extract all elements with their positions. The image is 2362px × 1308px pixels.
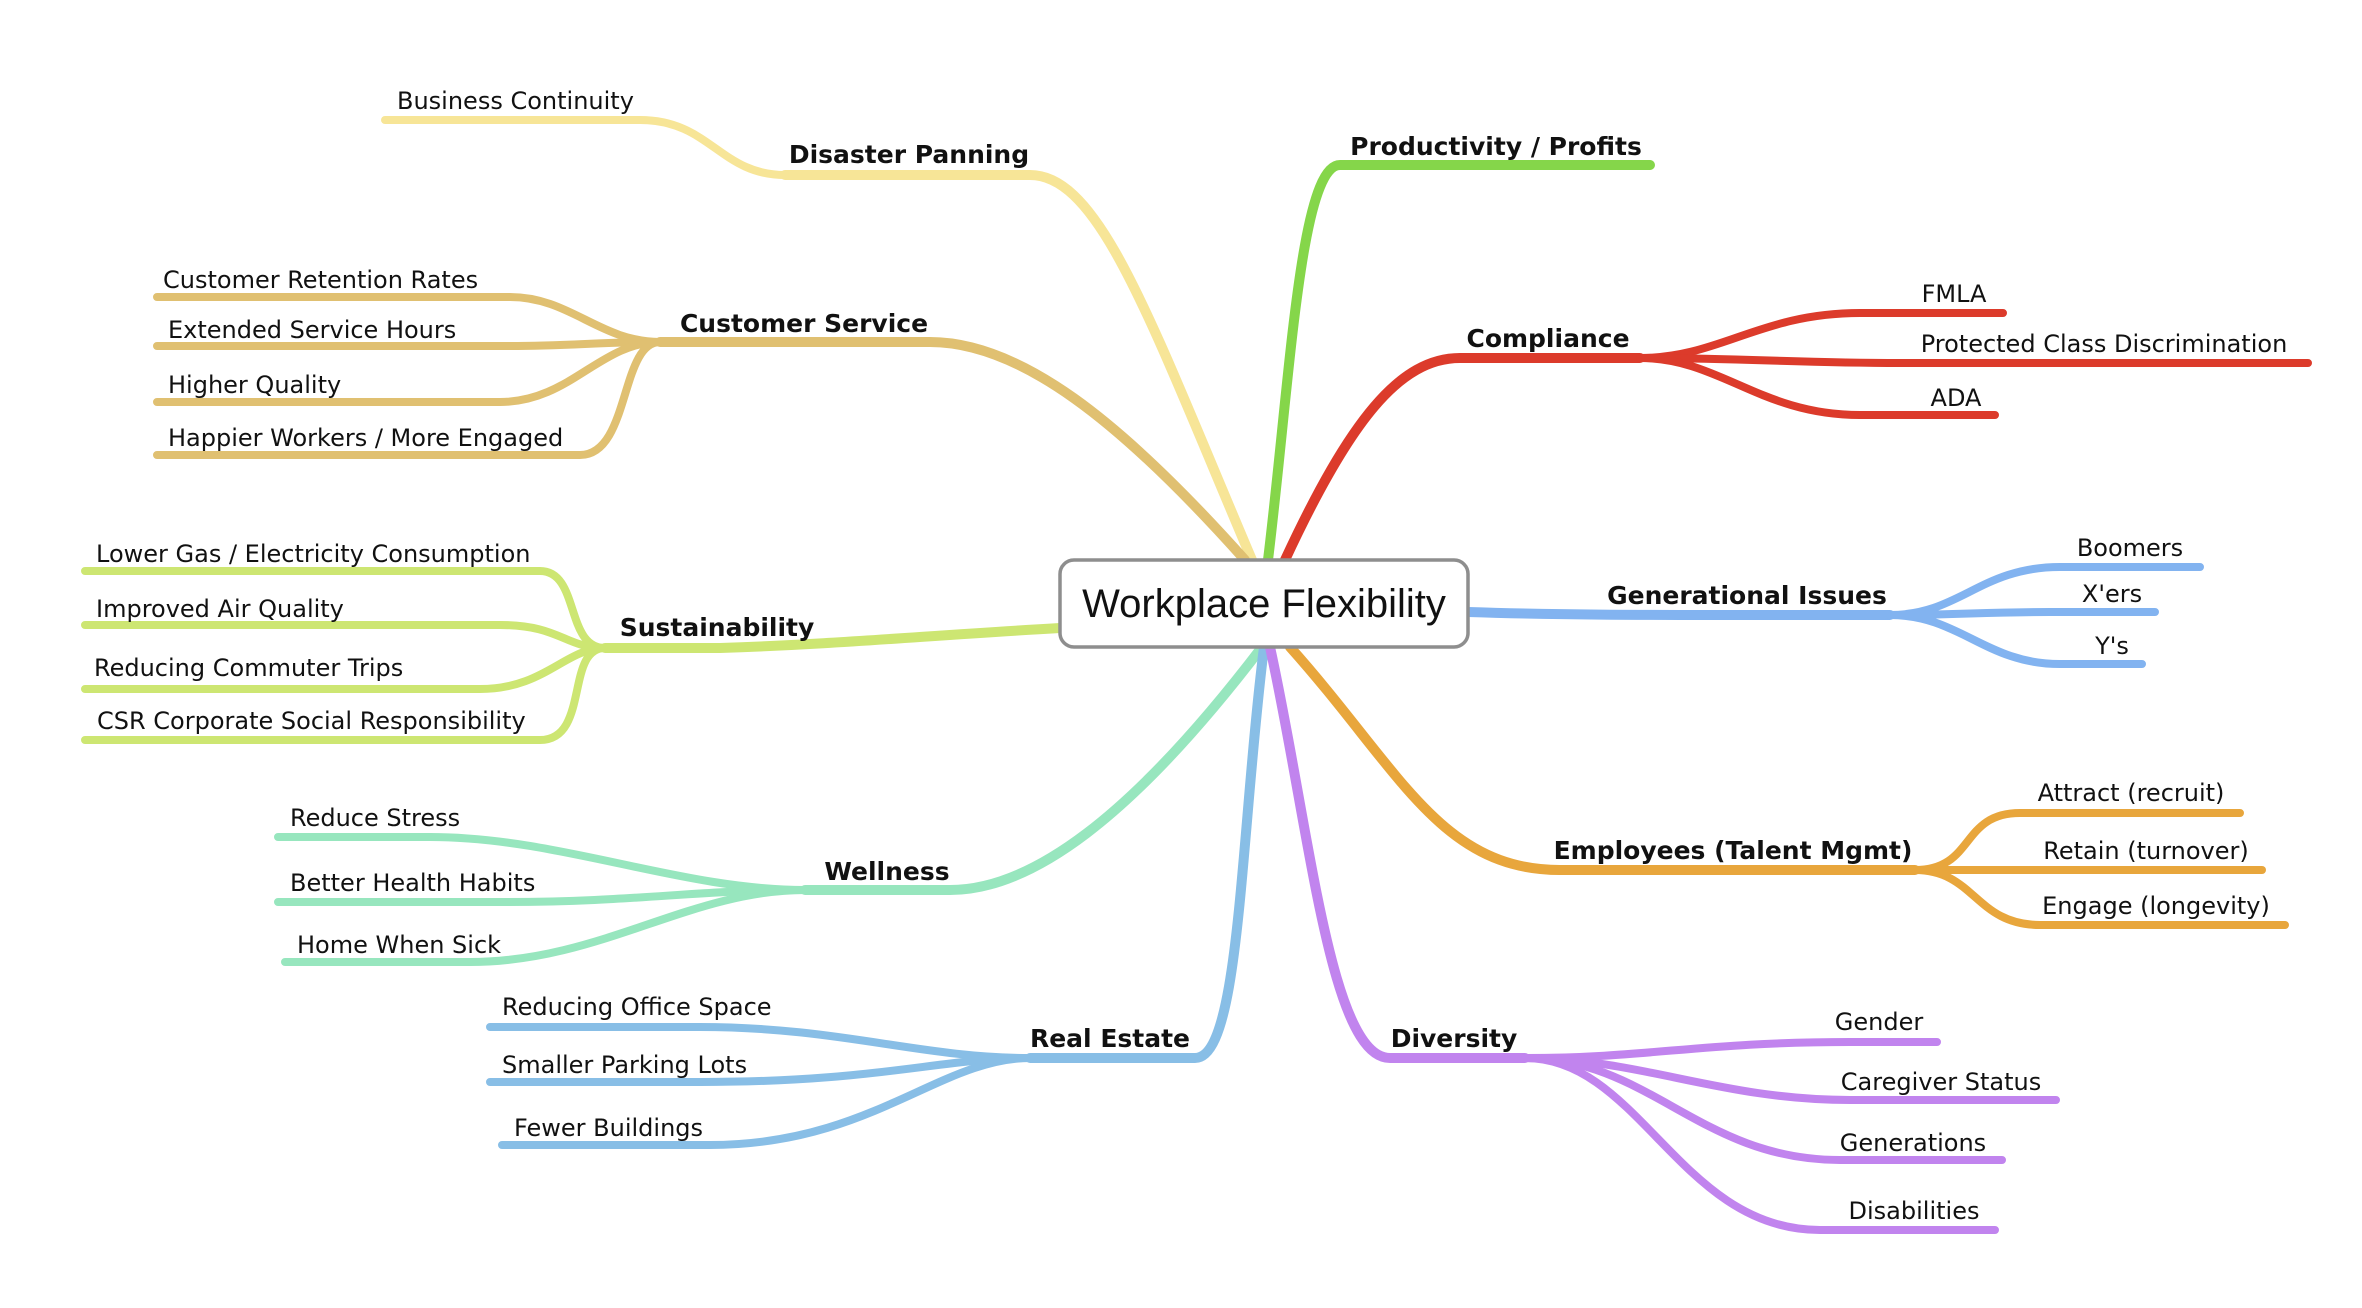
branch-label-wellness[interactable]: Wellness [824,857,949,886]
branch-label-employees[interactable]: Employees (Talent Mgmt) [1554,836,1913,865]
leaf-connector-employees [1911,866,2289,929]
leaf-label-customer[interactable]: Extended Service Hours [168,316,456,344]
branch-label-realestate[interactable]: Real Estate [1030,1024,1190,1053]
leaf-connector-sustainability [81,621,609,652]
leaf-label-sustainability[interactable]: Lower Gas / Electricity Consumption [96,540,530,568]
leaf-label-disaster[interactable]: Business Continuity [397,87,634,115]
branch-connector-employees [1285,642,1920,875]
leaf-connector-diversity [1521,1038,1941,1062]
branch-connector-wellness [800,642,1267,895]
branch-connector-diversity [1265,642,1530,1063]
leaf-label-sustainability[interactable]: CSR Corporate Social Responsibility [97,707,526,735]
branch-connector-customer [655,337,1250,565]
branch-label-compliance[interactable]: Compliance [1466,324,1629,353]
leaf-label-generational[interactable]: Y's [2094,632,2129,660]
leaf-label-employees[interactable]: Engage (longevity) [2042,892,2270,920]
leaf-connector-compliance [1636,354,2312,367]
leaf-label-generational[interactable]: X'ers [2082,580,2142,608]
branch-label-customer[interactable]: Customer Service [680,309,928,338]
leaf-label-realestate[interactable]: Fewer Buildings [514,1114,703,1142]
branch-label-generational[interactable]: Generational Issues [1607,581,1887,610]
branch-label-disaster[interactable]: Disaster Panning [789,140,1029,169]
leaf-label-employees[interactable]: Retain (turnover) [2043,837,2249,865]
leaf-connector-generational [1886,563,2204,619]
leaf-label-generational[interactable]: Boomers [2077,534,2183,562]
leaf-label-compliance[interactable]: ADA [1931,384,1982,412]
leaf-label-diversity[interactable]: Generations [1840,1129,1986,1157]
leaf-label-sustainability[interactable]: Reducing Commuter Trips [94,654,403,682]
branch-connector-sustainability [600,623,1065,653]
leaf-label-customer[interactable]: Higher Quality [168,371,341,399]
leaf-label-diversity[interactable]: Caregiver Status [1841,1068,2041,1096]
branch-connector-disaster [780,170,1257,565]
leaf-label-diversity[interactable]: Gender [1835,1008,1924,1036]
leaf-connector-sustainability [81,644,609,744]
leaf-connector-customer [153,338,664,406]
leaf-label-employees[interactable]: Attract (recruit) [2038,779,2225,807]
leaf-connector-diversity [1521,1054,2006,1164]
leaf-connector-compliance [1636,354,1999,419]
leaf-label-compliance[interactable]: Protected Class Discrimination [1921,330,2288,358]
leaf-label-customer[interactable]: Happier Workers / More Engaged [168,424,563,452]
leaf-label-wellness[interactable]: Reduce Stress [290,804,460,832]
branch-label-productivity[interactable]: Productivity / Profits [1350,132,1642,161]
leaf-connector-disaster [381,116,789,179]
leaf-label-realestate[interactable]: Reducing Office Space [502,993,772,1021]
branch-connector-compliance [1280,353,1645,565]
branch-connector-productivity [1263,160,1655,565]
leaf-connector-realestate [498,1054,1034,1149]
leaf-label-customer[interactable]: Customer Retention Rates [163,266,478,294]
leaf-label-wellness[interactable]: Better Health Habits [290,869,535,897]
leaf-connector-customer [153,338,664,459]
leaf-connector-wellness [281,886,809,966]
leaf-connector-diversity [1521,1054,1999,1234]
root-node-label: Workplace Flexibility [1082,582,1446,626]
branch-label-diversity[interactable]: Diversity [1391,1024,1518,1053]
leaf-label-compliance[interactable]: FMLA [1922,280,1987,308]
leaf-connector-generational [1886,611,2146,668]
branch-connector-generational [1463,607,1895,620]
connector-lines [81,116,2312,1234]
root-node-box [1058,558,1470,649]
branch-connector-realestate [1025,642,1269,1063]
leaf-label-diversity[interactable]: Disabilities [1849,1197,1980,1225]
node-labels: Disaster Panning Business ContinuityCusto… [94,87,2287,1225]
leaf-label-wellness[interactable]: Home When Sick [297,931,501,959]
leaf-label-realestate[interactable]: Smaller Parking Lots [502,1051,747,1079]
branch-label-sustainability[interactable]: Sustainability [620,613,815,642]
root-node[interactable]: Workplace Flexibility [1058,558,1470,649]
leaf-connector-generational [1886,608,2159,619]
leaf-label-sustainability[interactable]: Improved Air Quality [96,595,344,623]
